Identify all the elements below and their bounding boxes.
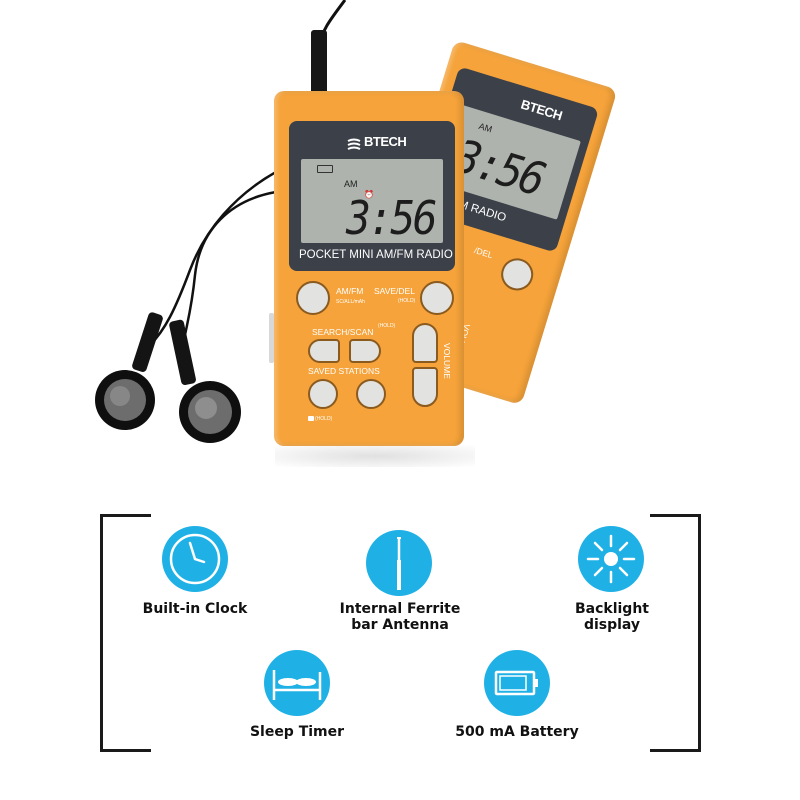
save-del-button[interactable] xyxy=(420,281,454,315)
battery-icon xyxy=(484,650,550,716)
search-scan-sublabel: (HOLD) xyxy=(378,323,396,329)
side-switch[interactable] xyxy=(269,313,274,363)
feature-label-clock: Built-in Clock xyxy=(142,601,248,617)
search-scan-label: SEARCH/SCAN xyxy=(312,327,374,337)
feature-label-antenna-line2: bar Antenna xyxy=(351,617,449,633)
headphone-cable xyxy=(95,0,347,443)
left-bracket xyxy=(100,514,151,752)
screen-frame: BTECH AM ⏰ 3:56 POCKET MINI AM/FM RADIO xyxy=(289,121,455,271)
brand-name: BTECH xyxy=(364,134,407,149)
feature-label-antenna-line1: Internal Ferrite xyxy=(339,601,461,617)
search-forward-button[interactable] xyxy=(349,339,381,363)
feature-label-sleep: Sleep Timer xyxy=(249,724,345,740)
feature-label-backlight-line1: Backlight xyxy=(574,601,649,617)
right-bracket xyxy=(650,514,701,752)
volume-up-button[interactable] xyxy=(412,323,438,363)
band-indicator: AM xyxy=(344,179,358,189)
am-fm-label: AM/FM xyxy=(336,286,364,296)
saved-stations-label: SAVED STATIONS xyxy=(308,366,380,376)
save-del-label: SAVE/DEL xyxy=(374,286,415,296)
antenna-icon xyxy=(366,530,432,596)
feature-label-antenna: Internal Ferrite bar Antenna xyxy=(310,601,490,633)
volume-down-button[interactable] xyxy=(412,367,438,407)
alarm-clock-icon: ⏰ xyxy=(364,190,374,199)
bed-icon xyxy=(264,650,330,716)
search-back-button[interactable] xyxy=(308,339,340,363)
battery-indicator-icon xyxy=(317,165,333,173)
feature-label-backlight-line2: display xyxy=(583,617,641,633)
volume-label: VOLUME xyxy=(442,343,452,379)
am-fm-sublabel: SC/ALL/mAh xyxy=(336,299,365,305)
lock-hold-label: (HOLD) xyxy=(315,416,333,422)
am-fm-button[interactable] xyxy=(296,281,330,315)
lcd-display: AM ⏰ 3:56 xyxy=(301,159,443,243)
feature-label-battery: 500 mA Battery xyxy=(455,724,579,740)
model-text: POCKET MINI AM/FM RADIO xyxy=(299,249,453,261)
product-photo: BTECH AM 3:56 AM/FM RADIO /DEL VOLUME xyxy=(95,0,618,467)
brand-logo-icon xyxy=(347,135,361,150)
time-display: 3:56 xyxy=(345,191,438,245)
shadow xyxy=(275,445,475,467)
sun-icon xyxy=(578,526,644,592)
save-del-sublabel: (HOLD) xyxy=(398,298,416,304)
clock-icon xyxy=(162,526,228,592)
lock-icon xyxy=(308,416,314,421)
features-panel: Built-in Clock Internal Ferrite bar Ante… xyxy=(0,480,800,800)
station-next-button[interactable] xyxy=(356,379,386,409)
feature-label-backlight: Backlight display xyxy=(522,601,702,633)
station-prev-button[interactable] xyxy=(308,379,338,409)
front-radio: BTECH AM ⏰ 3:56 POCKET MINI AM/FM RADIO … xyxy=(269,91,464,446)
